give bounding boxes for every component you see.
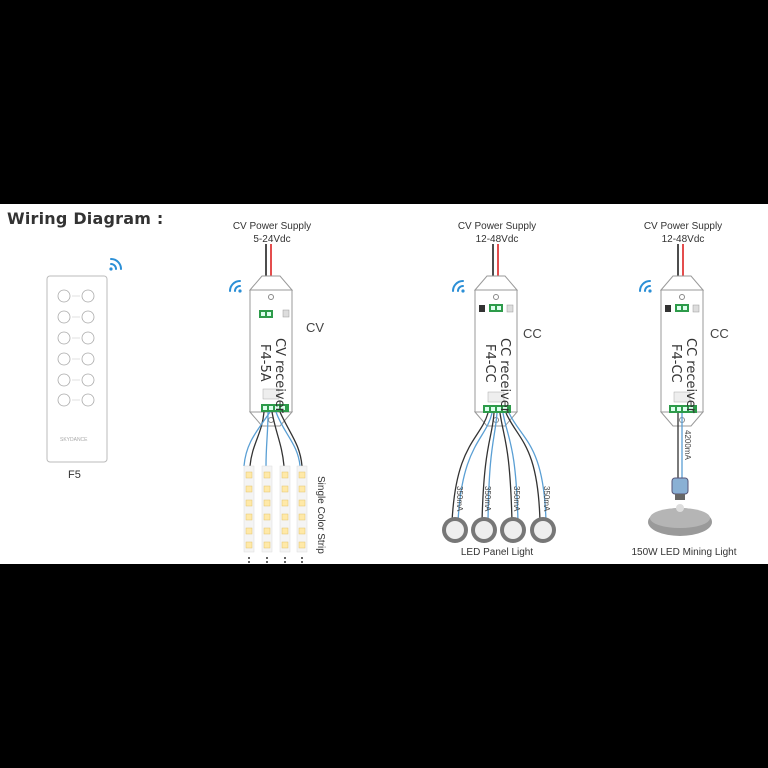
wireless-signal-icon — [452, 280, 465, 293]
module3-receiver: CC receiver — [683, 338, 698, 414]
module3-current: 4200mA — [683, 430, 692, 460]
remote-control — [46, 275, 108, 463]
remote-name: F5 — [68, 469, 81, 481]
remote-brand: SKYDANCE — [60, 437, 88, 443]
module2-load: LED Panel Light — [460, 547, 534, 558]
module3-type: CC — [710, 326, 729, 341]
single-color-strip — [243, 465, 308, 563]
module2-type: CC — [523, 326, 542, 341]
module3-load: 150W LED Mining Light — [631, 547, 737, 558]
module3-model: F4-CC — [668, 344, 683, 383]
module2-current-2: 350mA — [483, 486, 492, 512]
led-panel-light — [442, 517, 556, 543]
wireless-signal-icon — [639, 280, 652, 293]
wiring-diagram-panel: Wiring Diagram : — [0, 204, 768, 564]
cc-receiver-body — [659, 275, 705, 427]
led-mining-light — [648, 477, 712, 536]
cv-receiver-body — [248, 275, 294, 427]
diagram-graphics — [46, 244, 712, 563]
diagram-title: Wiring Diagram : — [7, 209, 164, 228]
module1-type: CV — [306, 320, 325, 335]
module2-model: F4-CC — [482, 344, 497, 383]
module1-receiver: CV receiver — [272, 338, 287, 413]
module2-voltage: 12-48Vdc — [475, 234, 519, 245]
module1-supply: CV Power Supply — [232, 221, 312, 232]
module3-voltage: 12-48Vdc — [661, 234, 705, 245]
module2-receiver: CC receiver — [497, 338, 512, 414]
wireless-signal-icon — [109, 258, 122, 271]
module2-current-1: 350mA — [455, 486, 464, 512]
module3-supply: CV Power Supply — [643, 221, 723, 232]
module2-current-3: 350mA — [512, 486, 521, 512]
module1-load: Single Color Strip — [315, 476, 326, 554]
module1-voltage: 5-24Vdc — [253, 234, 291, 245]
module2-supply: CV Power Supply — [457, 221, 537, 232]
module1-model: F4-5A — [257, 344, 272, 382]
module2-current-4: 350mA — [542, 486, 551, 512]
wireless-signal-icon — [229, 280, 242, 293]
